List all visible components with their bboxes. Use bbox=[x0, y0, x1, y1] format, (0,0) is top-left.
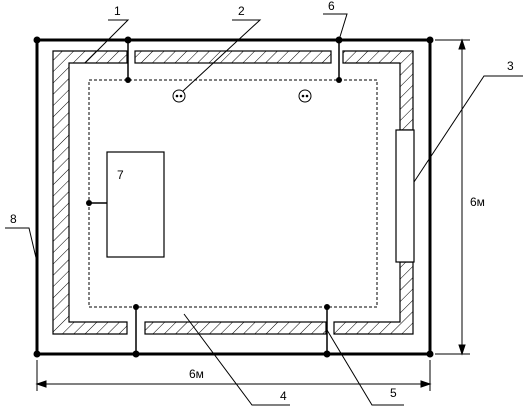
dashed-loop bbox=[88, 79, 378, 308]
wall-hatching bbox=[52, 50, 414, 335]
outer-outline bbox=[35, 38, 432, 356]
junction-dots bbox=[33, 36, 434, 358]
label-5: 5 bbox=[390, 386, 397, 400]
door bbox=[395, 129, 415, 263]
wall-top-middle bbox=[134, 50, 332, 64]
wall-top-left bbox=[52, 50, 128, 335]
socket-outlets bbox=[172, 89, 312, 103]
wall-top-right bbox=[342, 50, 414, 131]
leader-lines bbox=[5, 13, 523, 406]
label-1: 1 bbox=[114, 4, 121, 18]
dimension-height-label: 6м bbox=[470, 195, 485, 209]
label-8: 8 bbox=[10, 212, 17, 226]
dimension-width-label: 6м bbox=[189, 367, 204, 381]
socket-left bbox=[172, 89, 186, 103]
equipment-block bbox=[106, 151, 165, 258]
label-7: 7 bbox=[117, 168, 124, 182]
label-4: 4 bbox=[280, 389, 287, 403]
wall-bottom-right bbox=[333, 261, 414, 335]
label-6: 6 bbox=[328, 0, 335, 13]
label-2: 2 bbox=[238, 4, 245, 18]
wall-bottom-middle bbox=[144, 321, 327, 335]
dimension-height bbox=[435, 38, 470, 356]
socket-right bbox=[298, 89, 312, 103]
label-3: 3 bbox=[507, 59, 514, 73]
dimension-width bbox=[35, 360, 432, 391]
